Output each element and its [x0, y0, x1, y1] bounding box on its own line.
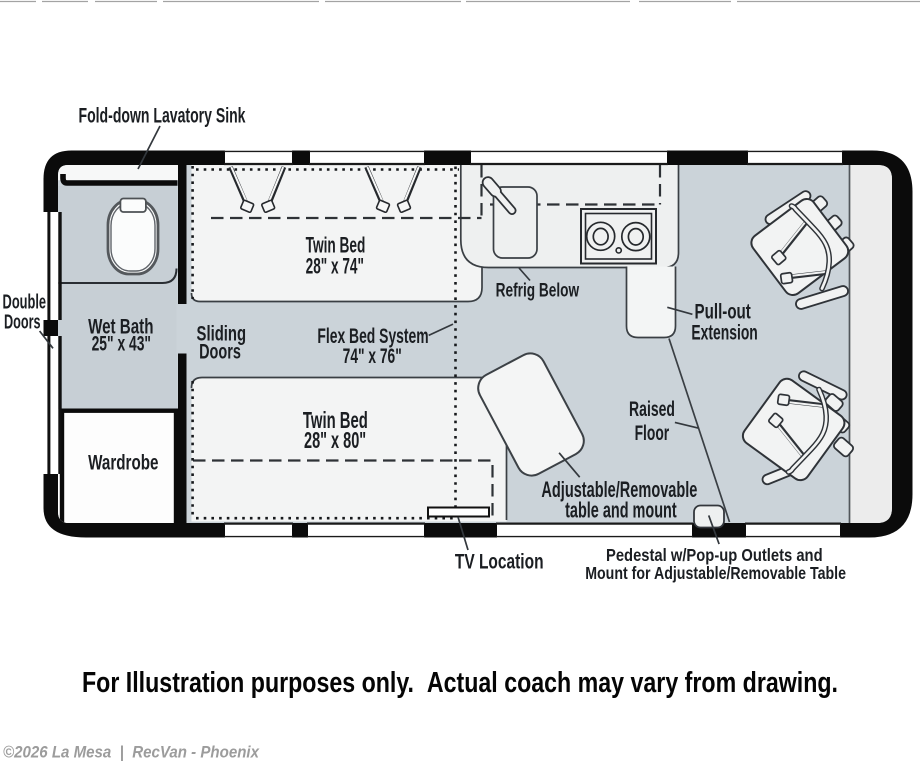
svg-text:Floor: Floor — [635, 421, 670, 445]
svg-text:Raised: Raised — [629, 397, 675, 421]
svg-text:Extension: Extension — [691, 322, 757, 345]
svg-text:For Illustration purposes only: For Illustration purposes only. Actual c… — [82, 667, 838, 699]
svg-text:Wardrobe: Wardrobe — [88, 452, 158, 475]
svg-text:©2026 La Mesa | RecVan - Pho: ©2026 La Mesa | RecVan - Phoenix — [3, 743, 260, 762]
svg-text:Refrig Below: Refrig Below — [496, 280, 580, 302]
svg-text:Adjustable/Removable: Adjustable/Removable — [541, 477, 697, 502]
svg-text:Wet Bath: Wet Bath — [88, 316, 153, 339]
svg-text:Mount for Adjustable/Removable: Mount for Adjustable/Removable Table — [585, 563, 846, 583]
svg-text:Flex Bed System: Flex Bed System — [317, 324, 428, 348]
svg-text:25" x 43": 25" x 43" — [92, 333, 151, 356]
svg-text:Fold-down Lavatory Sink: Fold-down Lavatory Sink — [79, 104, 246, 127]
svg-text:Pull-out: Pull-out — [695, 300, 751, 323]
svg-text:Double: Double — [3, 292, 47, 314]
svg-text:Doors: Doors — [4, 312, 41, 334]
svg-text:28" x 80": 28" x 80" — [304, 427, 366, 453]
svg-text:Doors: Doors — [199, 341, 241, 364]
svg-text:table and mount: table and mount — [565, 498, 677, 523]
svg-text:28" x 74": 28" x 74" — [306, 254, 364, 279]
svg-text:74" x 76": 74" x 76" — [343, 344, 402, 368]
svg-text:Pedestal w/Pop-up Outlets and: Pedestal w/Pop-up Outlets and — [606, 545, 823, 565]
svg-text:Twin Bed: Twin Bed — [306, 233, 366, 258]
svg-text:TV Location: TV Location — [455, 550, 544, 574]
svg-text:Sliding: Sliding — [197, 322, 247, 345]
svg-text:Twin Bed: Twin Bed — [303, 407, 368, 433]
